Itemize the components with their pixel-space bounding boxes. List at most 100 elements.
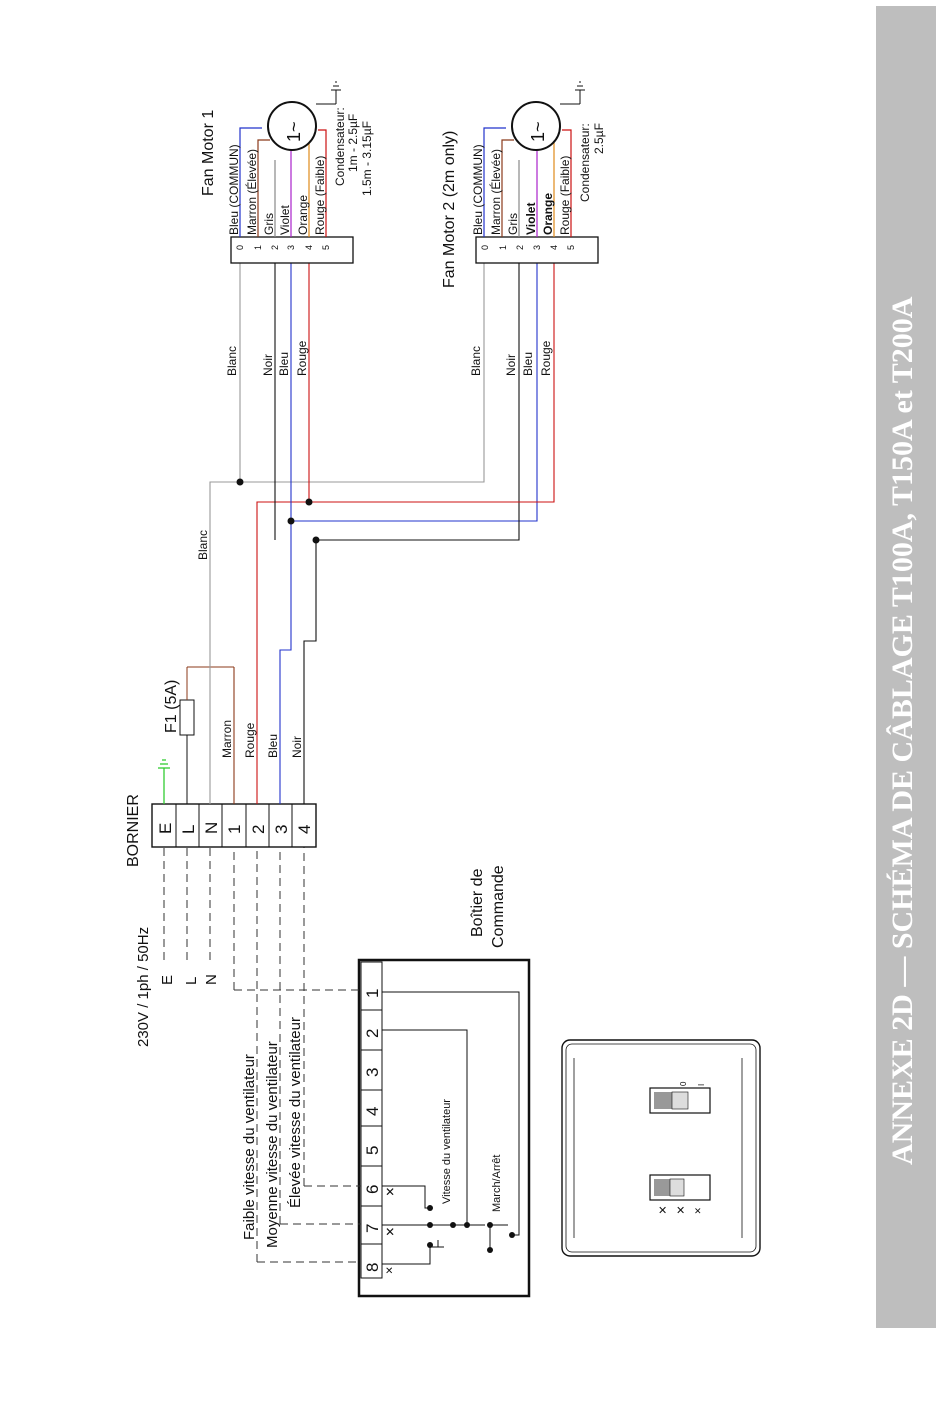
bornier-term-3: 3 bbox=[272, 825, 291, 834]
supply-label: 230V / 1ph / 50Hz bbox=[135, 927, 152, 1047]
m1-pin-5: 5 bbox=[321, 245, 331, 250]
m1-cap-line1: 1m - 2.5µF bbox=[346, 114, 360, 172]
control-faceplate: 0 I ✕ ✕ ✕ bbox=[561, 1039, 761, 1257]
m1-lead-0: Bleu (COMMUN) bbox=[227, 144, 241, 235]
bornier-term-4: 4 bbox=[295, 825, 314, 834]
m2-cap-title: Condensateur: bbox=[578, 123, 592, 202]
m1-wire-noir: Noir bbox=[261, 354, 275, 376]
svg-text:✕: ✕ bbox=[676, 1205, 685, 1217]
m1-lead-3: Violet bbox=[278, 205, 292, 235]
m2-wire-bleu: Bleu bbox=[521, 352, 535, 376]
bornier-term-1: 1 bbox=[225, 825, 244, 834]
svg-text:✕: ✕ bbox=[385, 1266, 393, 1277]
svg-text:✕: ✕ bbox=[385, 1225, 395, 1239]
svg-text:✕: ✕ bbox=[385, 1185, 395, 1199]
control-box-title-1: Boîtier de bbox=[469, 868, 486, 937]
bornier-term-l: L bbox=[179, 825, 198, 834]
motor2-symbol-icon bbox=[511, 101, 561, 151]
m1-cap-title: Condensateur: bbox=[333, 107, 347, 186]
m1-lead-4: Orange bbox=[296, 195, 310, 235]
cb-term-5: 5 bbox=[363, 1146, 382, 1155]
m1-lead-1: Marron (Élevée) bbox=[244, 149, 259, 235]
m1-lead-5: Rouge (Faible) bbox=[313, 156, 327, 235]
fan-motor-2: Fan Motor 2 (2m only) 0 1 2 3 4 5 Bleu (… bbox=[441, 81, 606, 288]
m2-pin-4: 4 bbox=[549, 245, 559, 250]
m2-pin-3: 3 bbox=[532, 245, 542, 250]
motor1-symbol: 1~ bbox=[284, 121, 304, 142]
m2-wire-rouge: Rouge bbox=[539, 340, 553, 376]
bornier-title: BORNIER bbox=[125, 794, 142, 867]
m1-pin-1: 1 bbox=[253, 245, 263, 250]
bornier-term-n: N bbox=[202, 822, 221, 834]
motor2-symbol: 1~ bbox=[528, 121, 548, 142]
m2-lead-5: Rouge (Faible) bbox=[558, 156, 572, 235]
m2-pin-2: 2 bbox=[515, 245, 525, 250]
m1-cap-line2: 1.5m - 3.15µF bbox=[360, 121, 374, 196]
wire-label-blanc: Blanc bbox=[196, 530, 210, 560]
junction-dots bbox=[236, 478, 320, 544]
speed-high: Élevée vitesse du ventilateur bbox=[287, 1017, 304, 1208]
cb-term-6: 6 bbox=[363, 1185, 382, 1194]
m2-pin-1: 1 bbox=[498, 245, 508, 250]
m1-pin-4: 4 bbox=[304, 245, 314, 250]
m1-lead-2: Gris bbox=[262, 213, 276, 235]
m1-pin-2: 2 bbox=[270, 245, 280, 250]
bornier: BORNIER E L N 1 2 3 4 bbox=[125, 794, 317, 867]
motor1-feed bbox=[239, 263, 555, 540]
wire-label-bleu: Bleu bbox=[266, 734, 280, 758]
earth-icon bbox=[158, 759, 170, 804]
speed-labels: Faible vitesse du ventilateur Moyenne vi… bbox=[241, 1017, 304, 1248]
control-dashed-wires bbox=[234, 989, 361, 1263]
side-title: ANNEXE 2D — SCHÉMA DE CÂBLAGE T100A, T15… bbox=[886, 296, 919, 1165]
supply-line-e: E bbox=[159, 975, 176, 985]
fan-speed-icons: ✕ ✕ ✕ bbox=[385, 1185, 395, 1277]
speed-low: Faible vitesse du ventilateur bbox=[241, 1054, 258, 1240]
m2-pin-0: 0 bbox=[480, 245, 490, 250]
m2-wire-noir: Noir bbox=[504, 354, 518, 376]
bornier-wires bbox=[209, 263, 538, 804]
m2-lead-1: Marron (Élevée) bbox=[488, 149, 503, 235]
cb-term-8: 8 bbox=[363, 1263, 382, 1272]
supply: 230V / 1ph / 50Hz E L N bbox=[135, 835, 305, 1262]
svg-text:✕: ✕ bbox=[658, 1205, 667, 1217]
supply-line-n: N bbox=[203, 974, 220, 985]
control-box: Boîtier de Commande 1 2 3 4 5 6 7 8 bbox=[357, 865, 531, 1298]
fuse: F1 (5A) bbox=[163, 666, 234, 804]
svg-text:✕: ✕ bbox=[694, 1206, 702, 1216]
motor1-symbol-icon bbox=[267, 101, 317, 151]
switch-mark-0: 0 bbox=[679, 1081, 688, 1086]
cb-term-3: 3 bbox=[363, 1068, 382, 1077]
wire-label-noir: Noir bbox=[290, 736, 304, 758]
side-title-band bbox=[876, 6, 936, 1328]
cb-term-7: 7 bbox=[363, 1224, 382, 1233]
switch-mark-1: I bbox=[697, 1084, 706, 1086]
m2-lead-2: Gris bbox=[506, 213, 520, 235]
m2-cap-line1: 2.5µF bbox=[592, 123, 606, 154]
cb-term-4: 4 bbox=[363, 1107, 382, 1116]
m2-lead-4: Orange bbox=[541, 193, 555, 235]
motor2-title: Fan Motor 2 (2m only) bbox=[441, 131, 458, 288]
m2-lead-3: Violet bbox=[524, 203, 538, 235]
m1-wire-blanc: Blanc bbox=[225, 346, 239, 376]
speed-selector[interactable]: ✕ ✕ ✕ bbox=[649, 1174, 711, 1217]
onoff-switch[interactable]: 0 I bbox=[649, 1081, 711, 1114]
m2-lead-0: Bleu (COMMUN) bbox=[471, 144, 485, 235]
m1-pin-3: 3 bbox=[286, 245, 296, 250]
wire-label-marron: Marron bbox=[220, 720, 234, 758]
speed-medium: Moyenne vitesse du ventilateur bbox=[264, 1041, 281, 1248]
motor1-ground-icon bbox=[316, 81, 341, 105]
selector-fan-icons: ✕ ✕ ✕ bbox=[658, 1205, 702, 1217]
m1-wire-bleu: Bleu bbox=[277, 352, 291, 376]
bornier-term-2: 2 bbox=[249, 825, 268, 834]
wire-label-rouge: Rouge bbox=[243, 722, 257, 758]
cb-term-2: 2 bbox=[363, 1029, 382, 1038]
m2-pin-5: 5 bbox=[566, 245, 576, 250]
onoff-switch-label: March/Arrêt bbox=[491, 1155, 503, 1212]
cb-term-1: 1 bbox=[363, 989, 382, 998]
fuse-label: F1 (5A) bbox=[163, 680, 180, 733]
m2-wire-blanc: Blanc bbox=[469, 346, 483, 376]
supply-line-l: L bbox=[183, 977, 200, 985]
control-box-title-2: Commande bbox=[490, 865, 507, 948]
fan-motor-1: Fan Motor 1 0 1 2 3 4 5 Bleu (COMMUN) Ma… bbox=[200, 81, 374, 264]
